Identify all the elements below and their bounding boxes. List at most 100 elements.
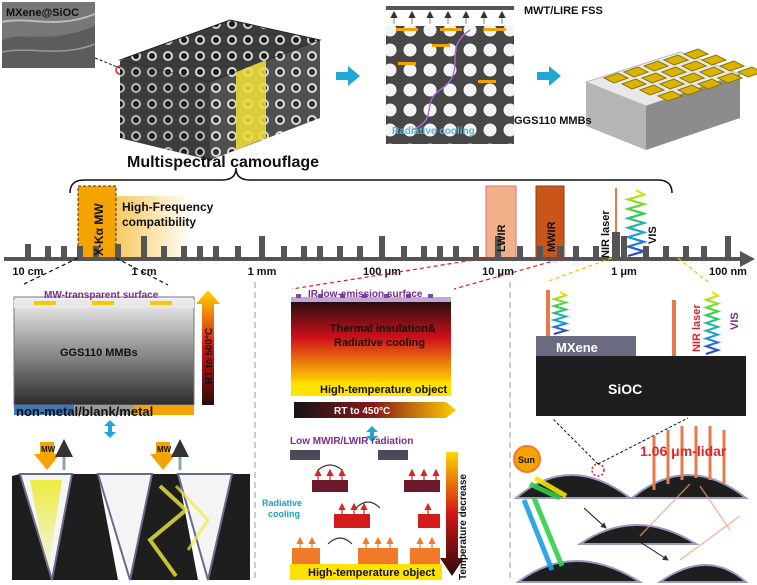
fss-tile bbox=[682, 48, 710, 60]
title: Multispectral camouflage bbox=[127, 154, 319, 171]
axis-tick bbox=[301, 246, 307, 258]
mw-label-2: MW bbox=[157, 445, 172, 454]
axis-tick bbox=[259, 236, 265, 258]
fss-tile bbox=[656, 90, 684, 102]
axis-tick bbox=[357, 246, 363, 258]
sioc-label: SiOC bbox=[608, 381, 642, 397]
lwir-label: LWIR bbox=[496, 224, 508, 252]
axis-tick bbox=[593, 246, 599, 258]
fss-tile bbox=[700, 54, 728, 66]
nonmetal-label: non-metal/blank/metal bbox=[16, 404, 153, 419]
axis-tick bbox=[537, 246, 543, 258]
temp-arrow-left bbox=[196, 290, 220, 405]
left-body-label: GGS110 MMBs bbox=[60, 347, 138, 359]
fss-tile bbox=[622, 66, 650, 78]
axis-tick bbox=[663, 246, 669, 258]
axis-arrowhead bbox=[740, 251, 755, 267]
axis-tick bbox=[517, 246, 523, 258]
tick-labels: 10 cm 1 cm 1 mm 100 μm 10 μm 1 μm 100 nm bbox=[12, 266, 747, 278]
temp-label-mid: RT to 450°C bbox=[334, 406, 390, 417]
mw-label-1: MW bbox=[41, 445, 56, 454]
sun-label: Sun bbox=[518, 455, 535, 465]
axis-tick bbox=[701, 246, 707, 258]
sem-inset-image bbox=[1, 2, 125, 75]
axis-tick bbox=[45, 246, 51, 258]
ggs-label: GGS110 MMBs bbox=[514, 115, 592, 127]
axis-tick bbox=[573, 246, 579, 258]
axis-tick bbox=[473, 246, 479, 258]
axis-tick bbox=[281, 246, 287, 258]
temp-decrease-label: Temperature decrease bbox=[458, 474, 469, 580]
middle-panel bbox=[290, 294, 464, 580]
hf-label-2: compatibility bbox=[122, 215, 196, 229]
axis-tick bbox=[93, 246, 99, 258]
vis-wave bbox=[624, 189, 648, 258]
radiative-cooling-label: Radiative cooling bbox=[392, 126, 475, 137]
mw-surface-label: MW-transparent surface bbox=[44, 290, 159, 301]
lidar-label: 1.06 μm-lidar bbox=[640, 443, 727, 459]
axis-tick bbox=[725, 236, 731, 258]
axis-tick bbox=[683, 246, 689, 258]
axis-tick bbox=[557, 246, 563, 258]
fss-tile bbox=[698, 66, 726, 78]
axis-tick bbox=[401, 246, 407, 258]
axis-tick bbox=[235, 246, 241, 258]
axis-tick bbox=[141, 236, 147, 258]
cooling-label-2: cooling bbox=[268, 509, 300, 519]
axis-tick bbox=[197, 246, 203, 258]
radiation-label: Low MWIR/LWIR radiation bbox=[290, 436, 413, 447]
temp-label-left: RT to 500°C bbox=[204, 328, 215, 384]
axis-tick bbox=[437, 246, 443, 258]
axis-tick bbox=[643, 246, 649, 258]
tick-label: 1 μm bbox=[611, 266, 637, 278]
fss-tile bbox=[642, 60, 670, 72]
axis-tick bbox=[337, 246, 343, 258]
tick-label: 100 μm bbox=[363, 266, 401, 278]
fss-tile bbox=[736, 66, 757, 78]
axis-tick bbox=[115, 244, 121, 258]
fss-tile bbox=[696, 78, 724, 90]
fss-tile bbox=[602, 72, 630, 84]
nir-label: NIR laser bbox=[600, 210, 612, 258]
axis-tick bbox=[621, 236, 627, 258]
mw-arrows bbox=[34, 439, 189, 470]
fss-tile bbox=[680, 60, 708, 72]
axis-tick bbox=[213, 246, 219, 258]
fss-tile bbox=[676, 84, 704, 96]
axis-ticks bbox=[25, 236, 731, 258]
left-panel bbox=[13, 290, 220, 438]
axis-tick bbox=[25, 244, 31, 258]
fss-tile bbox=[620, 78, 648, 90]
right-nir-label: NIR laser bbox=[691, 304, 703, 352]
object-label-bottom: High-temperature object bbox=[308, 567, 435, 579]
axis-tick bbox=[61, 246, 67, 258]
tick-label: 100 nm bbox=[709, 266, 747, 278]
vis-label: VIS bbox=[647, 226, 659, 244]
insulation-label-1: Thermal insulation& bbox=[330, 323, 436, 335]
hf-band bbox=[114, 196, 192, 258]
xku-label: X-Kα MW bbox=[92, 203, 106, 256]
fss-tile bbox=[678, 72, 706, 84]
hf-label-1: High-Frequency bbox=[122, 200, 214, 214]
tick-label: 10 μm bbox=[482, 266, 514, 278]
mxene-label: MXene bbox=[556, 340, 598, 355]
spectrum-bands bbox=[77, 185, 648, 259]
fss-tile bbox=[638, 84, 666, 96]
axis-tick bbox=[421, 246, 427, 258]
highlight-slab bbox=[236, 60, 266, 150]
flow-arrow-1 bbox=[336, 66, 360, 86]
inset-label: MXene@SiOC bbox=[6, 7, 79, 19]
right-vis-label: VIS bbox=[729, 312, 741, 330]
fss-tile-array bbox=[602, 48, 757, 102]
axis-tick bbox=[317, 246, 323, 258]
axis-tick bbox=[453, 246, 459, 258]
cooling-label-1: Radiative bbox=[262, 498, 302, 508]
mw-wedges bbox=[12, 473, 250, 581]
tick-label: 1 mm bbox=[248, 266, 277, 278]
fss-tile bbox=[660, 66, 688, 78]
fss-tile bbox=[662, 54, 690, 66]
spectrum-brace bbox=[69, 167, 673, 194]
fss-cross-section bbox=[386, 6, 514, 144]
fss-tile bbox=[716, 72, 744, 84]
